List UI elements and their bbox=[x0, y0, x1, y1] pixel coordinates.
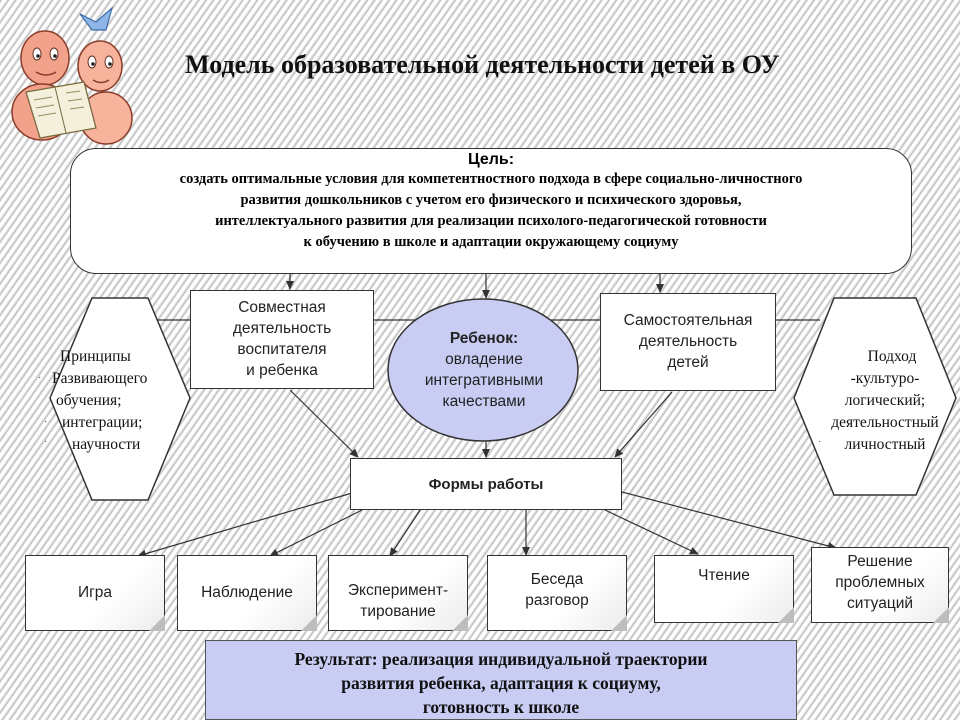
result-line-2: развития ребенка, адаптация к социуму, bbox=[341, 673, 661, 693]
result-line-3: готовность к школе bbox=[422, 697, 580, 717]
goal-line-3: интеллектуального развития для реализаци… bbox=[215, 213, 767, 229]
approach-hexagon bbox=[793, 297, 957, 496]
goal-box: Цель: создать оптимальные условия для ко… bbox=[70, 148, 912, 274]
form-card-reading: Чтение bbox=[654, 555, 794, 623]
page-title: Модель образовательной деятельности дете… bbox=[185, 50, 780, 79]
approach-bullet: · bbox=[818, 436, 821, 447]
child-line-2: интегративными bbox=[424, 372, 544, 389]
babies-illustration bbox=[11, 6, 133, 145]
form-card-problem-solving: Решение проблемных ситуаций bbox=[811, 547, 949, 623]
joint-activity-line-2: деятельность bbox=[232, 320, 332, 337]
independent-to-forms-arrow bbox=[614, 391, 673, 458]
joint-activity-line-1: Совместная bbox=[238, 299, 326, 316]
form-card-conversation: Беседа разговор bbox=[487, 555, 627, 631]
form-card-problem-solving-line-3: ситуаций bbox=[846, 595, 914, 612]
approach-line-1: Подход bbox=[867, 348, 917, 365]
principles-line-2: Развивающего bbox=[52, 370, 148, 387]
principles-line-5: научности bbox=[72, 436, 141, 453]
joint-activity-box: Совместная деятельность воспитателя и ре… bbox=[190, 290, 374, 389]
form-card-reading-label: Чтение bbox=[698, 567, 750, 584]
principles-line-3: обучения; bbox=[56, 392, 122, 409]
child-box: Ребенок: овладение интегративными качест… bbox=[394, 328, 574, 412]
form-card-experiment-line-2: тирование bbox=[360, 603, 436, 620]
principles-bullet-2: · bbox=[44, 416, 47, 427]
goal-line-4: к обучению в школе и адаптации окружающе… bbox=[303, 234, 679, 250]
approach-text: Подход -культуро- логический; деятельнос… bbox=[820, 346, 950, 456]
approach-line-5: личностный bbox=[844, 436, 926, 453]
principles-text: Принципы Развивающего обучения; интеграц… bbox=[52, 346, 147, 456]
child-ellipse bbox=[387, 298, 579, 442]
form-card-experiment: Эксперимент- тирование bbox=[328, 555, 468, 631]
principles-bullet-3: · bbox=[44, 436, 47, 447]
form-card-problem-solving-line-1: Решение bbox=[847, 553, 913, 570]
independent-activity-line-3: детей bbox=[667, 354, 709, 371]
forms-arrow-6 bbox=[621, 491, 837, 550]
goal-label: Цель: bbox=[467, 151, 515, 168]
forms-arrow-5 bbox=[604, 509, 699, 555]
approach-line-3: логический; bbox=[844, 392, 926, 409]
joint-to-forms-arrow bbox=[289, 389, 359, 458]
forms-arrow-2 bbox=[269, 509, 363, 557]
independent-activity-line-1: Самостоятельная bbox=[623, 312, 753, 329]
joint-activity-line-3: воспитателя bbox=[237, 341, 327, 358]
child-line-1: овладение bbox=[445, 351, 523, 368]
goal-line-2: развития дошкольников с учетом его физич… bbox=[240, 192, 742, 208]
approach-line-4: деятельностный bbox=[831, 414, 939, 431]
form-card-conversation-line-1: Беседа bbox=[530, 571, 584, 588]
forms-box: Формы работы bbox=[350, 458, 622, 510]
result-box: Результат: реализация индивидуальной тра… bbox=[205, 640, 797, 720]
form-card-game: Игра bbox=[25, 555, 165, 631]
form-card-observation-label: Наблюдение bbox=[201, 584, 293, 601]
goal-line-1: создать оптимальные условия для компетен… bbox=[179, 171, 803, 187]
forms-arrow-3 bbox=[389, 509, 421, 557]
form-card-conversation-line-2: разговор bbox=[525, 592, 589, 609]
principles-line-1: Принципы bbox=[60, 348, 131, 365]
child-line-3: качествами bbox=[442, 393, 526, 410]
result-line-1: Результат: реализация индивидуальной тра… bbox=[294, 649, 708, 669]
principles-hexagon bbox=[49, 297, 191, 501]
form-card-observation: Наблюдение bbox=[177, 555, 317, 631]
principles-bullets: · bbox=[38, 372, 41, 383]
child-title: Ребенок: bbox=[449, 330, 519, 347]
form-card-game-label: Игра bbox=[77, 584, 113, 601]
form-card-problem-solving-line-2: проблемных bbox=[835, 574, 925, 591]
form-card-experiment-line-1: Эксперимент- bbox=[347, 582, 449, 599]
independent-activity-box: Самостоятельная деятельность детей bbox=[600, 293, 776, 391]
approach-line-2: -культуро- bbox=[850, 370, 920, 387]
joint-activity-line-4: и ребенка bbox=[246, 362, 318, 379]
principles-line-4: интеграции; bbox=[62, 414, 143, 431]
forms-arrow-1 bbox=[137, 492, 353, 558]
independent-activity-line-2: деятельность bbox=[638, 333, 738, 350]
